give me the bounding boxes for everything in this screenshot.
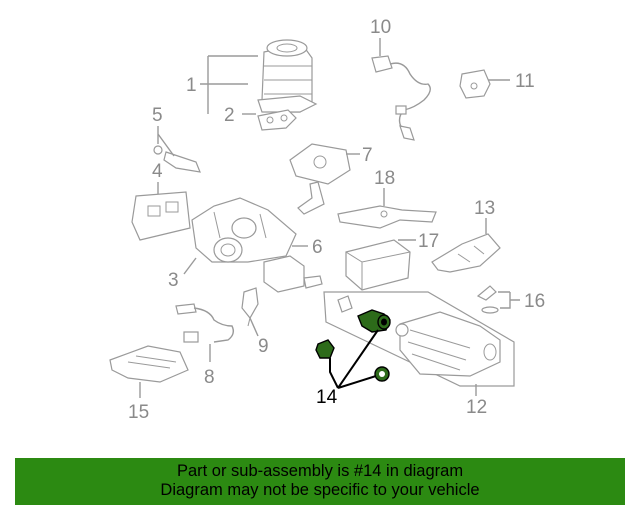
part-18-bracket (337, 205, 437, 229)
callout-9: 9 (258, 336, 269, 357)
callout-14: 14 (316, 387, 338, 408)
callout-4: 4 (152, 161, 163, 182)
leader-3 (183, 257, 197, 275)
notice-line-2: Diagram may not be specific to your vehi… (160, 481, 480, 499)
callout-10: 10 (370, 17, 391, 38)
part-4-gasket-plate (131, 191, 191, 241)
part-6-solenoid (263, 255, 323, 293)
leader-1 (200, 55, 258, 114)
part-9-sensor (241, 287, 259, 327)
part-1-egr-valve (257, 39, 318, 113)
part-16-clips (476, 285, 499, 314)
callout-17: 17 (418, 231, 439, 252)
part-12-evap-canister-assembly (323, 291, 515, 387)
callout-7: 7 (362, 145, 373, 166)
callout-12: 12 (466, 397, 487, 418)
part-7-bracket (289, 143, 351, 215)
part-5-bolt (153, 145, 201, 173)
callout-8: 8 (204, 367, 215, 388)
part-10-oxygen-sensor (371, 55, 431, 141)
callout-16: 16 (524, 291, 545, 312)
part-11-bracket (459, 69, 491, 99)
callout-18: 18 (374, 168, 395, 189)
notice-banner: Part or sub-assembly is #14 in diagram D… (15, 458, 625, 505)
part-8-harness (175, 303, 235, 343)
leader-16 (498, 291, 520, 309)
part-14-purge-valve (315, 309, 391, 382)
part-15-skid-plate (109, 345, 189, 383)
part-13-bracket (431, 233, 501, 273)
callout-13: 13 (474, 198, 495, 219)
leader-5 (157, 126, 175, 157)
part-17-box (345, 239, 411, 291)
callout-11: 11 (515, 71, 535, 92)
part-3-intake-body (191, 197, 297, 263)
callout-6: 6 (312, 237, 323, 258)
notice-line-1: Part or sub-assembly is #14 in diagram (176, 462, 464, 480)
part-2-gasket (257, 109, 297, 131)
leader-9 (249, 317, 259, 337)
callout-15: 15 (128, 402, 149, 423)
callout-1: 1 (186, 75, 197, 96)
callout-5: 5 (152, 105, 163, 126)
callout-2: 2 (224, 105, 235, 126)
callout-3: 3 (168, 270, 179, 291)
leader-14 (329, 329, 379, 389)
